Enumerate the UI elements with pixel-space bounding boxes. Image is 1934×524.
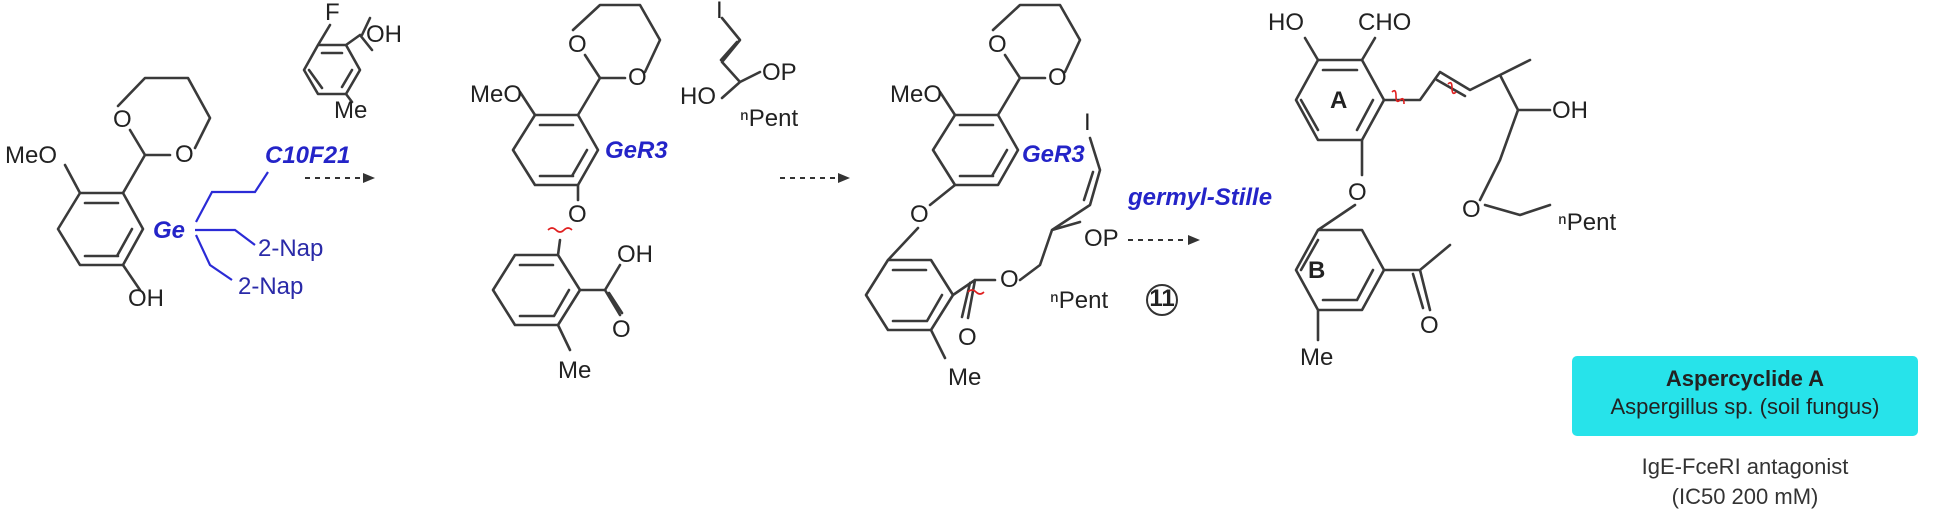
oxygen-label: O	[1048, 64, 1067, 91]
arrow-head	[838, 173, 850, 183]
ger3-label: GeR3	[605, 137, 668, 164]
iodine-label: I	[716, 0, 723, 24]
ho-label: HO	[1268, 9, 1304, 36]
ge-label: Ge	[153, 217, 185, 244]
meo-label: MeO	[890, 81, 942, 108]
oxygen-label: O	[910, 201, 929, 228]
ho-label: HO	[680, 83, 716, 110]
naphthyl-label: 2-Nap	[258, 235, 323, 262]
iodine-label: I	[1084, 109, 1091, 136]
cho-label: CHO	[1358, 9, 1411, 36]
oxygen-label: O	[113, 106, 132, 133]
oxygen-label: O	[628, 64, 647, 91]
me-label: Me	[334, 97, 367, 124]
oxygen-label: O	[612, 316, 631, 343]
meo-label: MeO	[5, 142, 57, 169]
oxygen-label: O	[958, 324, 977, 351]
product-source: Aspergillus sp. (soil fungus)	[1610, 394, 1880, 419]
oxygen-label: O	[568, 201, 587, 228]
fluorine-label: F	[325, 0, 340, 26]
disconnection-mark	[967, 289, 985, 295]
reagent-fluorobenzoic-acid: F OH Me	[302, 0, 402, 124]
oxygen-label: O	[1420, 312, 1439, 339]
naphthyl-label: 2-Nap	[238, 273, 303, 300]
pentyl-label: ⁿPent	[1050, 287, 1108, 314]
meo-label: MeO	[470, 81, 522, 108]
intermediate-1: O O MeO GeR3 O OH O Me	[470, 3, 668, 384]
step-number-circle	[1146, 284, 1178, 316]
step-number: 11	[1149, 285, 1174, 312]
oxygen-label: O	[1348, 179, 1367, 206]
op-label: OP	[1084, 225, 1119, 252]
oh-label: OH	[366, 21, 402, 48]
product-name-box: Aspercyclide A Aspergillus sp. (soil fun…	[1572, 356, 1918, 436]
me-label: Me	[558, 357, 591, 384]
ring-b-label: B	[1308, 257, 1325, 284]
perfluoro-chain-label: C10F21	[265, 142, 350, 169]
activity-note: IgE-FceRI antagonist (IC50 200 mM)	[1572, 452, 1918, 512]
me-label: Me	[948, 364, 981, 391]
product-aspercyclide-a: HO CHO A O B OH O O ⁿPent Me	[1268, 9, 1616, 371]
oxygen-label: O	[1462, 196, 1481, 223]
disconnection-mark	[1391, 81, 1457, 105]
oxygen-label: O	[568, 31, 587, 58]
intermediate-2: O O MeO GeR3 O O O I OP ⁿPent Me	[864, 3, 1119, 391]
oh-label: OH	[128, 285, 164, 312]
reagent-vinyl-iodide: I OP HO ⁿPent	[680, 0, 798, 132]
ger3-label: GeR3	[1022, 141, 1085, 168]
arrow-head	[1188, 235, 1200, 245]
arrow-head	[363, 173, 375, 183]
oh-label: OH	[1552, 97, 1588, 124]
pentyl-label: ⁿPent	[740, 105, 798, 132]
op-label: OP	[762, 59, 797, 86]
me-label: Me	[1300, 344, 1333, 371]
step-label: germyl-Stille	[1127, 184, 1272, 211]
ring-a-label: A	[1330, 87, 1347, 114]
product-name: Aspercyclide A	[1665, 366, 1825, 391]
oxygen-label: O	[988, 31, 1007, 58]
oxygen-label: O	[1000, 266, 1019, 293]
disconnection-mark	[547, 227, 573, 233]
start-material: O O MeO OH Ge C10F21 2-Nap 2-Nap	[5, 76, 350, 312]
activity: IgE-FceRI antagonist	[1641, 454, 1849, 479]
oxygen-label: O	[175, 141, 194, 168]
ic50: (IC50 200 mM)	[1671, 484, 1819, 509]
pentyl-label: ⁿPent	[1558, 209, 1616, 236]
oh-label: OH	[617, 241, 653, 268]
